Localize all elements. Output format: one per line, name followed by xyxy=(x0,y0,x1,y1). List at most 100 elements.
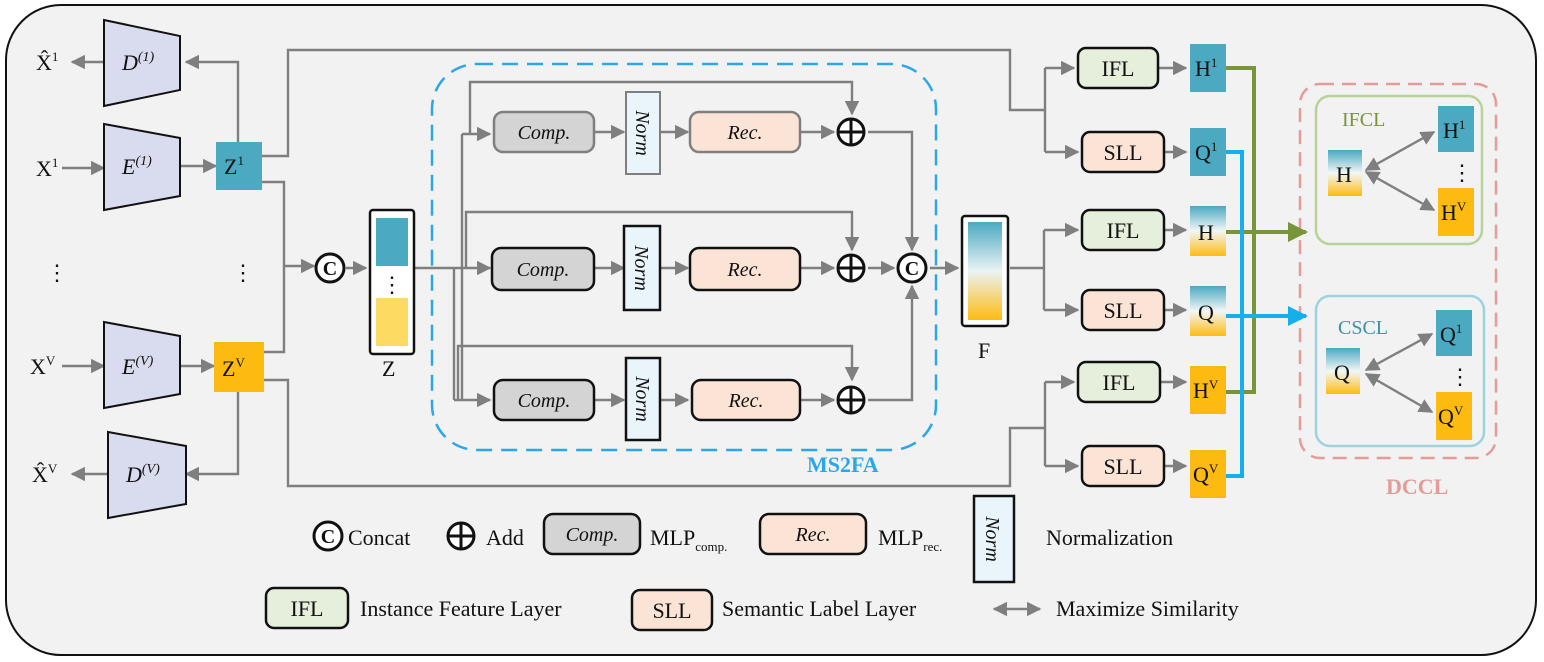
flow-lines xyxy=(62,48,1188,488)
norm-label-1: Norm xyxy=(631,109,653,156)
z1-box: Z1 xyxy=(216,142,262,190)
svg-text:C: C xyxy=(321,526,335,548)
legend-ifl-label: IFL xyxy=(291,596,324,621)
comp-label-3: Comp. xyxy=(518,390,571,412)
svg-text:Q1: Q1 xyxy=(1195,139,1217,165)
norm-label-2: Norm xyxy=(630,244,652,291)
q-box: Q xyxy=(1190,286,1226,336)
ifl-label-2: IFL xyxy=(1107,218,1140,243)
norm-box-1 xyxy=(625,91,661,175)
ifcl-hv-box: HV xyxy=(1438,188,1474,236)
rec-label-1: Rec. xyxy=(727,122,763,144)
svg-text:H1: H1 xyxy=(1443,117,1465,143)
cscl-q1-box: Q1 xyxy=(1436,310,1472,356)
legend-normalization-text: Normalization xyxy=(1046,525,1173,550)
svg-text:H: H xyxy=(1198,220,1214,245)
legend: C Concat Add Comp. MLPcomp. Rec. MLPrec.… xyxy=(264,494,1239,632)
comp-label-1: Comp. xyxy=(518,122,571,144)
svg-text:QV: QV xyxy=(1438,403,1464,429)
decoder-v: D(V) xyxy=(107,430,187,520)
xhatv-label: X̂V xyxy=(32,461,58,487)
x1-label: X1 xyxy=(36,155,58,181)
ifcl-sim-arrow-bottom xyxy=(1364,170,1436,212)
svg-text:ZV: ZV xyxy=(222,355,245,381)
blue-aggregation-arrow xyxy=(1226,150,1308,478)
ifl-label-1: IFL xyxy=(1102,56,1135,81)
rec-box-3 xyxy=(690,378,802,422)
sll-box-1 xyxy=(1080,130,1166,174)
q1-box: Q1 xyxy=(1190,128,1226,176)
svg-text:H: H xyxy=(1336,162,1352,187)
comp-box-3 xyxy=(492,378,596,422)
svg-text:C: C xyxy=(905,258,919,280)
sll-box-3 xyxy=(1080,444,1166,488)
legend-ifl-desc: Instance Feature Layer xyxy=(360,596,562,621)
concat-op-2: C xyxy=(896,252,928,284)
ifl-label-3: IFL xyxy=(1103,370,1136,395)
ifl-box-3 xyxy=(1076,360,1162,404)
comp-label-2: Comp. xyxy=(517,259,570,281)
add-op-1 xyxy=(836,117,866,147)
add-op-2 xyxy=(836,253,866,283)
cscl-sim-arrow-bottom xyxy=(1364,372,1434,414)
dots-latent: ⋮ xyxy=(232,260,254,285)
legend-norm-box xyxy=(972,494,1016,584)
ms2fa-title: MS2FA xyxy=(807,452,879,477)
rec-box-1 xyxy=(688,110,802,154)
legend-sll-box xyxy=(630,588,714,632)
add-op-3 xyxy=(836,385,866,415)
ms2fa-region xyxy=(430,62,938,452)
fused-vector-f xyxy=(960,214,1010,328)
cscl-title: CSCL xyxy=(1338,317,1388,339)
svg-text:E(1): E(1) xyxy=(121,154,152,179)
legend-comp-box xyxy=(542,512,642,556)
legend-sim-desc: Maximize Similarity xyxy=(1056,596,1239,621)
legend-sll-desc: Semantic Label Layer xyxy=(722,596,917,621)
rec-label-3: Rec. xyxy=(728,390,764,412)
legend-rec-box xyxy=(758,512,868,556)
ifcl-title: IFCL xyxy=(1342,109,1385,131)
legend-mlp-comp: MLPcomp. xyxy=(650,525,727,554)
svg-text:Q1: Q1 xyxy=(1440,321,1462,347)
sll-label-2: SLL xyxy=(1103,298,1142,323)
xv-label: XV xyxy=(30,353,56,379)
legend-add-symbol xyxy=(446,521,476,551)
legend-comp-label: Comp. xyxy=(566,524,619,546)
norm-box-3 xyxy=(624,356,662,442)
h1-box: H1 xyxy=(1190,44,1226,92)
cscl-qv-box: QV xyxy=(1436,392,1472,440)
legend-ifl-box xyxy=(264,586,350,630)
norm-box-2 xyxy=(622,224,662,312)
legend-concat-text: Concat xyxy=(348,525,410,550)
hv-box: HV xyxy=(1190,366,1226,414)
h-box: H xyxy=(1190,206,1226,256)
svg-text:E(V): E(V) xyxy=(121,354,154,379)
ifcl-h-box: H xyxy=(1328,150,1362,196)
z-concat-vector: ⋮ xyxy=(368,208,416,356)
sll-box-2 xyxy=(1080,288,1166,332)
svg-text:Q: Q xyxy=(1198,300,1214,325)
dccl-region xyxy=(1298,82,1498,460)
decoder-1: D(1) xyxy=(103,18,181,108)
xhat1-label: X̂1 xyxy=(36,49,58,75)
svg-text:Q: Q xyxy=(1334,360,1350,385)
f-label: F xyxy=(978,338,990,363)
legend-add-text: Add xyxy=(486,525,524,550)
legend-mlp-rec: MLPrec. xyxy=(878,525,942,554)
sll-label-1: SLL xyxy=(1103,140,1142,165)
ifl-box-1 xyxy=(1076,46,1160,90)
zv-box: ZV xyxy=(214,342,264,392)
ifcl-h1-box: H1 xyxy=(1438,106,1474,152)
svg-text:C: C xyxy=(323,258,337,280)
comp-box-1 xyxy=(492,110,596,154)
svg-text:HV: HV xyxy=(1441,199,1467,225)
ifcl-dots: ⋮ xyxy=(1451,160,1473,185)
svg-text:D(1): D(1) xyxy=(121,50,155,75)
cscl-q-box: Q xyxy=(1326,348,1360,394)
concat-op-1: C xyxy=(314,252,346,284)
ifl-box-2 xyxy=(1080,208,1166,252)
svg-text:HV: HV xyxy=(1193,377,1219,403)
legend-rec-label: Rec. xyxy=(795,524,831,546)
outer-frame xyxy=(5,4,1537,656)
